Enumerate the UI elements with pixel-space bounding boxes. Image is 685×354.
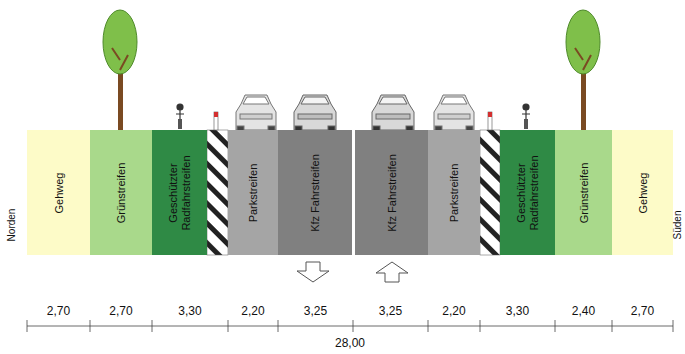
- traffic-lane-band: Kfz Fahrstreifen: [278, 130, 352, 255]
- dimension-label: 28,00: [335, 336, 365, 350]
- direction-label: Süden: [672, 211, 684, 240]
- band-label: Kfz Fahrstreifen: [309, 135, 322, 250]
- buffer-hatch: [207, 130, 228, 255]
- bollard: [488, 112, 492, 130]
- band-label: Kfz Fahrstreifen: [385, 135, 398, 250]
- band-label: Parkstreifen: [247, 135, 260, 250]
- car: [294, 95, 336, 131]
- tree: [103, 10, 137, 130]
- parking-band: Parkstreifen: [228, 130, 278, 255]
- cyclist: [522, 104, 530, 129]
- band-label: Parkstreifen: [448, 135, 461, 250]
- bike-lane-band: Geschützter Radfahrstreifen: [152, 130, 207, 255]
- sidewalk-band: Gehweg: [612, 130, 673, 255]
- direction-arrow: [376, 262, 408, 282]
- band-label: Gehweg: [636, 135, 649, 250]
- traffic-lane-band: Kfz Fahrstreifen: [355, 130, 428, 255]
- dimension-line: [27, 320, 673, 332]
- bollard: [214, 112, 218, 130]
- dimension-label: 2,20: [442, 304, 465, 318]
- green-strip-band: Grünstreifen: [90, 130, 152, 255]
- sidewalk-band: Gehweg: [27, 130, 90, 255]
- band-label: Grünstreifen: [115, 135, 128, 250]
- band-label: Geschützter Radfahrstreifen: [515, 135, 541, 250]
- dimension-label: 2,70: [47, 304, 70, 318]
- parking-band: Parkstreifen: [428, 130, 480, 255]
- band-label: Geschützter Radfahrstreifen: [167, 135, 193, 250]
- car: [236, 95, 276, 131]
- dimension-label: 3,30: [506, 304, 529, 318]
- car: [372, 95, 414, 131]
- band-label: Gehweg: [52, 135, 65, 250]
- bike-lane-band: Geschützter Radfahrstreifen: [500, 130, 555, 255]
- dimension-label: 3,25: [379, 304, 402, 318]
- direction-arrow: [297, 262, 329, 282]
- dimension-label: 3,30: [178, 304, 201, 318]
- dimension-label: 3,25: [304, 304, 327, 318]
- green-strip-band: Grünstreifen: [555, 130, 612, 255]
- dimension-label: 2,20: [241, 304, 264, 318]
- dimension-label: 2,70: [109, 304, 132, 318]
- cyclist: [176, 104, 184, 129]
- tree: [566, 10, 600, 130]
- buffer-hatch: [480, 130, 500, 255]
- dimension-label: 2,70: [631, 304, 654, 318]
- dimension-label: 2,40: [572, 304, 595, 318]
- direction-label: Norden: [6, 209, 18, 242]
- band-label: Grünstreifen: [577, 135, 590, 250]
- car: [434, 95, 474, 131]
